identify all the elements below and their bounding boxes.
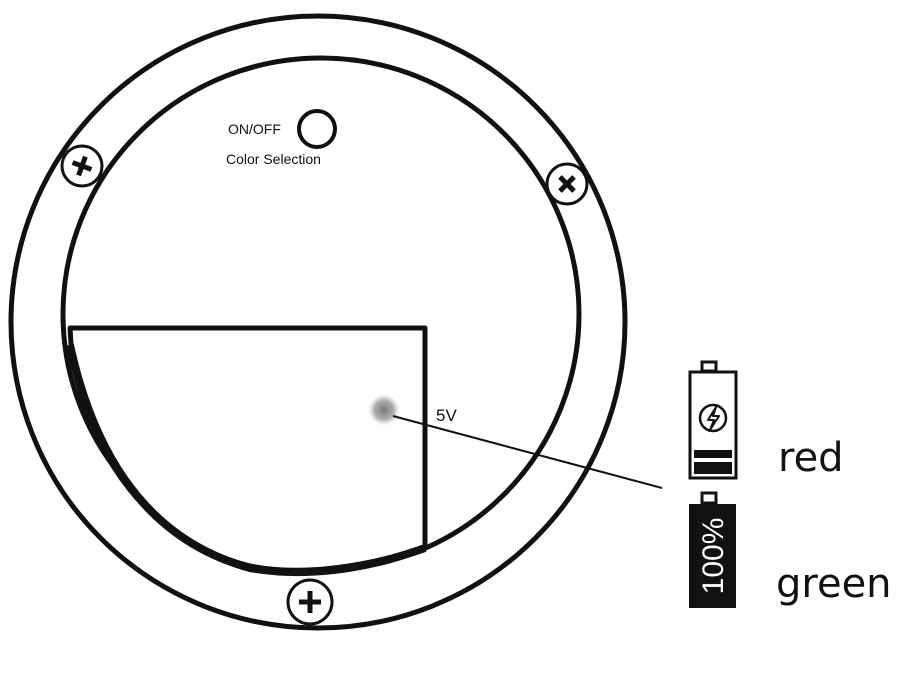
screw-plus-icon xyxy=(545,162,589,206)
on-off-button[interactable] xyxy=(297,109,337,149)
screw-plus-icon xyxy=(286,578,334,626)
status-label-green: green xyxy=(776,561,892,607)
button-label-on-off: ON/OFF xyxy=(228,121,281,137)
outer-ring xyxy=(8,13,628,631)
compartment-bottom-edge xyxy=(66,344,427,577)
battery-compartment xyxy=(67,325,428,573)
battery-charging-icon xyxy=(688,360,738,480)
port-5v-dot xyxy=(368,394,400,426)
battery-full-icon: 100% xyxy=(689,491,736,608)
port-5v-label: 5V xyxy=(436,406,457,425)
screw-plus-icon xyxy=(60,144,104,188)
status-label-red: red xyxy=(778,435,844,481)
button-label-color-selection: Color Selection xyxy=(226,151,321,167)
battery-percent-label: 100% xyxy=(697,518,730,595)
leader-line xyxy=(392,415,663,489)
